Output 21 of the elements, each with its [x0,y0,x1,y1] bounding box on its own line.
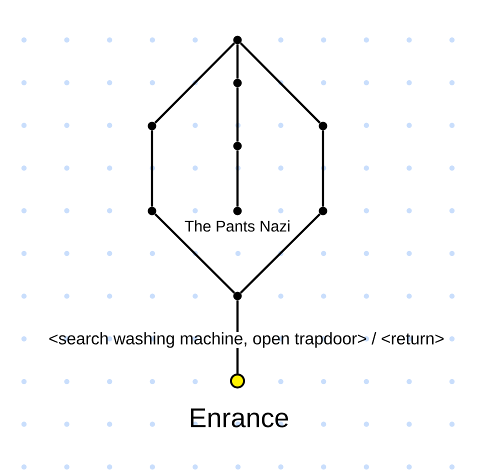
place-label: Enrance [190,408,288,428]
connector-line [154,42,236,124]
connector-line [322,130,324,207]
vertex-dot [148,122,156,130]
connector-line [240,213,321,294]
place-label: The Pants Nazi [184,220,290,232]
connector-line [154,213,236,294]
vertex-dot [318,122,328,130]
vertex-dot [318,206,328,216]
connector-line [236,150,239,207]
vertex-dot [148,206,156,216]
connector-line [236,300,239,374]
connector-line [150,130,154,207]
vertex-dot [233,36,242,44]
connector-line [240,42,321,124]
vertex-dot [233,142,242,150]
edge-label: <search washing machine, open trapdoor> / <return> [49,332,444,348]
vertex-dot [233,292,242,300]
connector-line [236,87,239,142]
connector-line [236,44,239,79]
vertex-dot [233,78,242,88]
